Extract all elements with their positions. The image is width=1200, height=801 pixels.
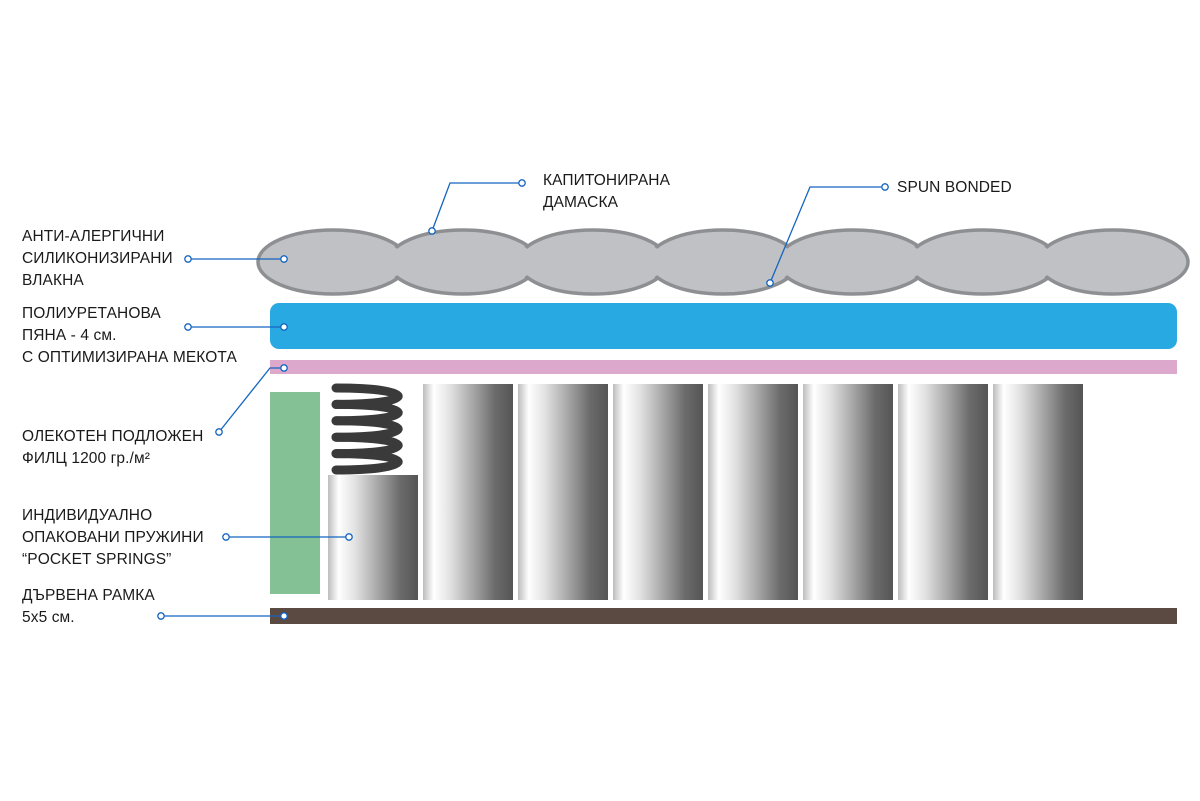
label-spun-line1: SPUN BONDED [897, 179, 1012, 196]
label-felt-line1: ОЛЕКОТЕН ПОДЛОЖЕН [22, 428, 204, 445]
dot-fibers-a [184, 255, 192, 263]
spring-pocket [803, 384, 893, 600]
label-fibers-line1: АНТИ-АЛЕРГИЧНИ [22, 228, 165, 245]
spring-pocket [898, 384, 988, 600]
label-springs-line1: ИНДИВИДУАЛНО [22, 507, 153, 524]
dot-springs-b [345, 533, 353, 541]
quilt-cell-fill [1041, 233, 1185, 291]
label-foam-line1: ПОЛИУРЕТАНОВА [22, 305, 161, 322]
label-frame: ДЪРВЕНА РАМКА 5х5 см. [22, 585, 155, 629]
wooden-frame [270, 608, 1177, 624]
label-fibers: АНТИ-АЛЕРГИЧНИ СИЛИКОНИЗИРАНИ ВЛАКНА [22, 226, 173, 292]
quilt-cell-fill [391, 233, 535, 291]
label-fibers-line3: ВЛАКНА [22, 272, 84, 289]
quilted-damask-layer [256, 228, 1190, 296]
leader-felt [218, 367, 284, 433]
label-damask: КАПИТОНИРАНА ДАМАСКА [543, 170, 670, 214]
dot-spun-b [881, 183, 889, 191]
quilt-cell-fill [781, 233, 925, 291]
dot-spun-a [766, 279, 774, 287]
leader-endpoints [157, 179, 889, 620]
label-foam-line3: С ОПТИМИЗИРАНА МЕКОТА [22, 349, 237, 366]
label-foam: ПОЛИУРЕТАНОВА ПЯНА - 4 см. С ОПТИМИЗИРАН… [22, 303, 237, 369]
dot-frame-b [280, 612, 288, 620]
dot-felt-b [280, 364, 288, 372]
label-damask-line2: ДАМАСКА [543, 194, 619, 211]
label-felt: ОЛЕКОТЕН ПОДЛОЖЕН ФИЛЦ 1200 гр./м² [22, 426, 203, 470]
spring-pocket [708, 384, 798, 600]
felt-strip [270, 360, 1177, 374]
dot-damask-b [518, 179, 526, 187]
dot-foam-a [184, 323, 192, 331]
label-felt-line2: ФИЛЦ 1200 гр./м² [22, 450, 150, 467]
spring-pocket [423, 384, 513, 600]
label-foam-line2: ПЯНА - 4 см. [22, 327, 117, 344]
quilt-cell-fill [261, 233, 405, 291]
dot-fibers-b [280, 255, 288, 263]
label-fibers-line2: СИЛИКОНИЗИРАНИ [22, 250, 173, 267]
label-frame-line1: ДЪРВЕНА РАМКА [22, 587, 155, 604]
felt-side-block [270, 392, 320, 594]
label-frame-line2: 5х5 см. [22, 609, 75, 626]
spring-pocket [993, 384, 1083, 600]
foam-layer [270, 303, 1177, 349]
dot-frame-a [157, 612, 165, 620]
dot-foam-b [280, 323, 288, 331]
leader-lines [161, 182, 885, 617]
quilt-cell-fill [521, 233, 665, 291]
label-springs: ИНДИВИДУАЛНО ОПАКОВАНИ ПРУЖИНИ “POCKET S… [22, 505, 204, 571]
label-spun: SPUN BONDED [897, 177, 1012, 199]
dot-damask-a [428, 227, 436, 235]
label-damask-line1: КАПИТОНИРАНА [543, 172, 671, 189]
spring-pocket [613, 384, 703, 600]
quilt-cell-fill [651, 233, 795, 291]
pocket-springs [328, 384, 1083, 600]
leader-spun [769, 186, 885, 284]
label-springs-line2: ОПАКОВАНИ ПРУЖИНИ [22, 529, 204, 546]
quilt-cell-fill [911, 233, 1055, 291]
spring-pocket [518, 384, 608, 600]
dot-felt-a [215, 428, 223, 436]
label-springs-line3: “POCKET SPRINGS” [22, 551, 172, 568]
leader-damask [431, 182, 522, 232]
coil-turn [331, 449, 403, 475]
coil-spring-icon [331, 383, 403, 475]
dot-springs-a [222, 533, 230, 541]
